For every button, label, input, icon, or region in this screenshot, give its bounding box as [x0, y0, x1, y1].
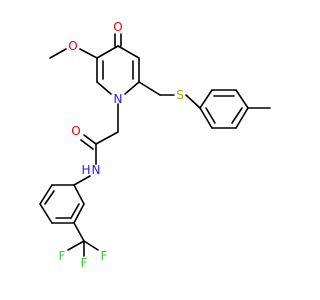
bond: [199, 89, 213, 109]
bond: [124, 81, 140, 95]
atom-f-left: F: [59, 249, 66, 263]
methoxy-group: [49, 48, 98, 59]
atom-n-amide: N: [92, 163, 101, 177]
bond: [73, 175, 91, 186]
bond: [205, 107, 216, 124]
atom-h-amide: H: [81, 163, 90, 177]
bond: [39, 184, 53, 205]
atom-n-ring: N: [114, 92, 123, 106]
tolyl-ring: [199, 89, 271, 129]
bond: [73, 184, 85, 205]
bond: [235, 89, 249, 109]
atom-s-thio: S: [176, 88, 184, 102]
atom-o-methoxy: O: [68, 39, 77, 53]
bond: [44, 190, 55, 205]
atom-o-amide: O: [71, 124, 80, 138]
bond: [49, 48, 67, 59]
bond: [235, 107, 249, 129]
atom-f-right: F: [101, 249, 108, 263]
bond: [231, 107, 243, 124]
bond: [73, 203, 85, 224]
bond: [95, 131, 119, 145]
pyridinone-ring: [96, 33, 140, 95]
bond: [70, 203, 80, 219]
bond: [83, 134, 97, 145]
molecule-structure: O O N S O N H F F F: [39, 20, 271, 270]
bond: [67, 240, 85, 251]
trifluoromethyl-group: [67, 240, 99, 257]
bond: [138, 81, 161, 96]
bond: [79, 48, 98, 59]
atom-o-ketone: O: [113, 20, 122, 34]
bond: [96, 81, 112, 95]
atom-f-bottom: F: [81, 256, 88, 270]
aryl-ring: [39, 184, 85, 242]
bond: [185, 94, 201, 109]
bond: [83, 240, 99, 251]
amide-linker: [73, 103, 119, 186]
bond: [73, 222, 85, 242]
bond: [80, 139, 94, 150]
bond: [39, 203, 53, 224]
bond: [199, 107, 213, 129]
thioether-arm: [138, 81, 201, 109]
bond: [96, 45, 119, 59]
bond: [117, 45, 140, 59]
